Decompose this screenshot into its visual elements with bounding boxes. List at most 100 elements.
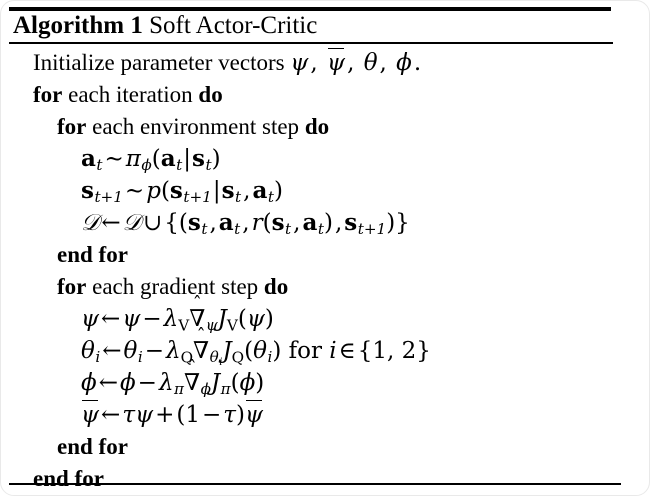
subscript-t-4: t [235, 188, 242, 207]
subscript-t-plus-1-c: t+1 [357, 220, 387, 239]
hat-accent-1: ˆ [192, 293, 202, 315]
subscript-t-plus-1-b: t+1 [183, 188, 212, 207]
vector-s-1: s [192, 145, 205, 172]
line-end-for-iteration: end for [1, 463, 649, 495]
subscript-t-6: t [201, 220, 208, 239]
keyword-end-1: end [57, 242, 93, 267]
subscript-q-1: Q [180, 348, 194, 367]
subscript-i-1: i [95, 348, 101, 367]
subscript-t-8: t [285, 220, 292, 239]
subscript-theta-i: θi [209, 348, 223, 369]
line-end-for-gradient: end for [1, 431, 649, 463]
subscript-t-3: t [205, 156, 212, 175]
nabla-hat-2: ˆ∇ [193, 327, 209, 367]
keyword-for-4: for [57, 274, 87, 299]
comma-5: , [209, 210, 217, 236]
index-i: i [329, 338, 337, 364]
subscript-v-2: V [226, 316, 238, 335]
hat-accent-2: ˆ [196, 325, 206, 347]
line-sample-action: at∼πϕ(at|st) [81, 145, 221, 175]
symbol-tau-1: τ [122, 402, 136, 428]
symbol-pi-1: π [125, 146, 141, 172]
assign-arrow-1: ← [101, 210, 121, 236]
symbol-psi-lhs: ψ [81, 306, 100, 332]
line-sample-next-state: st+1∼p(st+1|st,at) [81, 177, 283, 207]
assign-arrow-5: ← [101, 402, 121, 428]
top-rule [9, 7, 611, 11]
transition-p: p [146, 178, 161, 204]
algorithm-title: Algorithm 1 Soft Actor-Critic [13, 11, 317, 41]
vector-a-3: a [252, 177, 268, 204]
comma-3: , [379, 50, 387, 76]
nabla-hat-3: ˆ∇ [184, 359, 200, 399]
vector-s-4: s [221, 177, 235, 204]
word-iteration: iteration [116, 82, 193, 107]
subscript-psi-1: ψ [205, 316, 218, 335]
index-set-values: 1, 2 [372, 338, 417, 364]
subscript-pi-1: π [174, 380, 184, 399]
subscript-i-3: i [219, 357, 223, 369]
sim-operator-1: ∼ [104, 146, 124, 172]
subscript-t-2: t [176, 156, 183, 175]
keyword-for-5: for [98, 434, 128, 459]
keyword-do-2: do [304, 114, 330, 139]
symbol-tau-2: τ [223, 402, 237, 428]
algorithm-label: Algorithm 1 [13, 12, 143, 39]
symbol-lambda-q: λ [166, 338, 181, 364]
symbol-theta-lhs: θ [81, 338, 95, 364]
vector-a-2: a [160, 145, 176, 172]
sim-operator-2: ∼ [124, 178, 145, 204]
initialize-symbols: ψ, ψ, θ, ϕ. [290, 47, 423, 79]
line-for-environment-step: for each environment step do [1, 111, 649, 143]
line-initialize: Initialize parameter vectors ψ, ψ, θ, ϕ. [1, 47, 649, 79]
subscript-v-1: V [178, 316, 190, 335]
element-of-operator: ∈ [338, 338, 356, 364]
keyword-end-3: end [33, 466, 69, 491]
subscript-phi-1: ϕ [141, 156, 152, 175]
hat-accent-3: ˆ [187, 357, 197, 379]
minus-1: − [142, 306, 162, 332]
word-each-3: each [92, 274, 135, 299]
comma-1: , [310, 50, 318, 76]
comma-6: , [242, 210, 250, 236]
minus-3: − [137, 370, 157, 396]
number-one: 1 [185, 402, 201, 428]
symbol-lambda-pi: λ [158, 370, 174, 396]
subscript-i-2: i [137, 348, 143, 367]
objective-j-1: J [217, 306, 227, 332]
symbol-psi-bar: ψ [327, 47, 345, 79]
plus-1: + [155, 402, 175, 428]
comma-4: , [243, 178, 251, 204]
for-word-inline: for [288, 338, 322, 364]
word-each-2: each [92, 114, 135, 139]
vector-s-3: s [169, 177, 183, 204]
subscript-i-4: i [267, 348, 273, 367]
symbol-psi-rhs: ψ [122, 306, 141, 332]
assign-arrow-3: ← [102, 338, 122, 364]
subscript-theta-sym: θ [209, 348, 219, 367]
period-1: . [413, 50, 422, 76]
symbol-phi: ϕ [396, 50, 412, 76]
vector-s-5: s [187, 209, 201, 236]
symbol-psi-arg-1: ψ [246, 306, 265, 332]
subscript-t-5: t [267, 188, 274, 207]
replay-buffer-d-1: 𝒟 [81, 210, 100, 236]
title-separator-rule [9, 42, 613, 44]
nabla-hat-1: ˆ∇ [189, 295, 205, 335]
subscript-t-9: t [317, 220, 324, 239]
minus-4: − [202, 402, 222, 428]
subscript-phi-2: ϕ [200, 380, 211, 399]
keyword-for-2: for [57, 114, 87, 139]
keyword-for-1: for [33, 82, 63, 107]
subscript-t-7: t [234, 220, 241, 239]
symbol-theta-arg: θ [253, 338, 267, 364]
word-gradient-step: gradient step [140, 274, 259, 299]
comma-7: , [293, 210, 301, 236]
subscript-t-plus-1-a: t+1 [94, 188, 123, 207]
word-environment-step: environment step [140, 114, 300, 139]
symbol-psi-scaled: ψ [135, 402, 154, 428]
keyword-do-1: do [198, 82, 223, 107]
